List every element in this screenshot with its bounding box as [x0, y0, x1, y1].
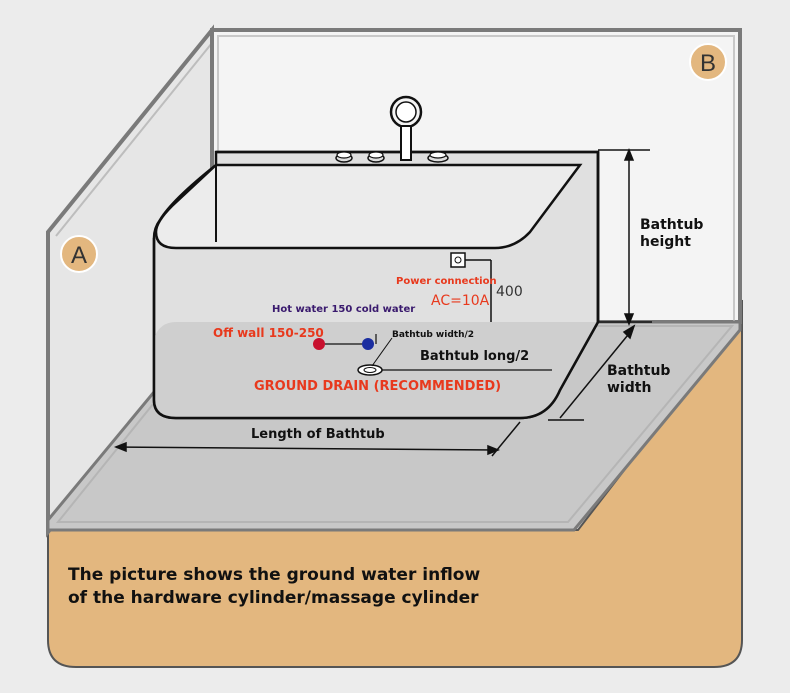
power-socket-icon [450, 252, 466, 268]
badge-a: A [60, 235, 98, 273]
length-dimension [113, 421, 521, 457]
long-half-label: Bathtub long/2 [420, 349, 529, 364]
caption-line-1: The picture shows the ground water inflo… [68, 565, 480, 585]
cold-valve-icon [362, 338, 374, 350]
base-block [47, 299, 743, 668]
badge-b: B [689, 43, 727, 81]
height-dimension [598, 147, 650, 327]
svg-text:A: A [71, 242, 87, 269]
length-label: Length of Bathtub [251, 427, 385, 442]
off-wall-label: Off wall 150-250 [213, 326, 324, 340]
width-dimension [548, 321, 652, 421]
faucet-icon [389, 95, 423, 161]
width-half-label: Bathtub width/2 [392, 330, 474, 340]
drain-icon [357, 364, 383, 376]
bathtub-width-label: Bathtub [607, 363, 670, 379]
bathtub-width-label-2: width [607, 380, 651, 396]
bathtub-rim [154, 163, 583, 250]
power-connection-label: Power connection [396, 276, 497, 287]
dimension-400-label: 400 [496, 284, 523, 300]
hot-valve-icon [313, 338, 325, 350]
svg-text:B: B [700, 50, 716, 77]
power-rating-label: AC=10A [431, 293, 490, 309]
bathtub-height-label-2: height [640, 234, 691, 250]
deck-valve-icons [335, 151, 449, 163]
ground-drain-label: GROUND DRAIN (RECOMMENDED) [254, 379, 501, 394]
bathtub-height-label: Bathtub [640, 217, 703, 233]
caption-line-2: of the hardware cylinder/massage cylinde… [68, 588, 479, 608]
hot-cold-water-label: Hot water 150 cold water [272, 304, 415, 315]
